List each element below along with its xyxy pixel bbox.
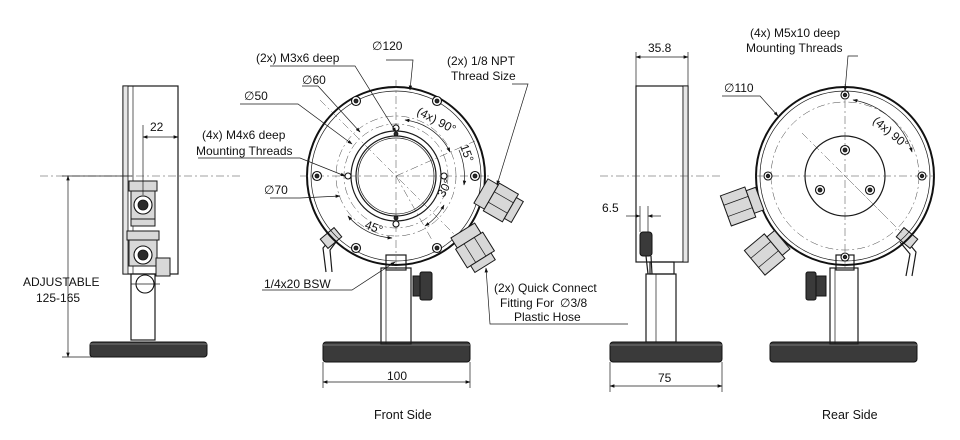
svg-text:∅70: ∅70 [264,183,288,197]
quick-connect-label: (2x) Quick Connect [494,281,597,295]
m4-mounting-label: Mounting Threads [196,144,293,158]
diameter-symbol: ∅ [372,39,382,53]
dia-120-label: 120 [382,39,402,53]
side-view: 22 ADJUSTABLE 125-165 [23,85,240,358]
rear-side-caption: Rear Side [822,408,878,422]
dim-100-label: 100 [387,369,407,383]
rear-view: (4x) M5x10 deep Mounting Threads ∅110 (4… [719,26,935,422]
dia-70-label: 70 [274,183,288,197]
m4-label: (4x) M4x6 deep [202,128,286,142]
dia-60-label: 60 [312,73,326,87]
diameter-symbol: ∅ [302,73,312,87]
npt-label: (2x) 1/8 NPT [447,54,516,68]
npt-thread-label: Thread Size [451,69,516,83]
right-view: 35.8 6.5 75 [600,41,723,392]
rear-fitting-lower [743,229,791,276]
side-fitting-upper [128,180,158,227]
diameter-symbol: ∅ [264,183,274,197]
diameter-symbol: ∅ [560,296,570,310]
dim-6-5-label: 6.5 [602,201,619,215]
dim-75-label: 75 [658,371,672,385]
svg-text:∅110: ∅110 [724,81,754,95]
svg-text:∅50: ∅50 [244,89,268,103]
front-side-caption: Front Side [374,408,432,422]
angle-30-label: 30° [434,177,455,200]
angle-45-label: 45° [363,218,385,237]
front-view: ∅120 (2x) M3x6 deep ∅60 ∅50 (4x) M4x6 de… [196,39,628,422]
dia-110-label: 110 [734,81,753,95]
m5-label: (4x) M5x10 deep [750,26,840,40]
quick-connect-size-label: 3/8 [570,296,587,310]
dia-50-label: 50 [254,89,268,103]
front-fitting-right [473,178,525,224]
svg-text:∅120: ∅120 [372,39,403,53]
angle-15-label: 15° [457,142,476,164]
plastic-hose-label: Plastic Hose [514,310,581,324]
rear-angle-90-label: (4x) 90° [870,114,911,152]
adjustable-label: ADJUSTABLE [23,275,99,289]
side-fitting-lower [126,230,171,277]
m5-mounting-label: Mounting Threads [746,41,843,55]
diameter-symbol: ∅ [244,89,254,103]
svg-text:Fitting For∅3/8: Fitting For ∅3/8 [500,296,587,310]
adjustable-range-label: 125-165 [36,291,80,305]
m3-label: (2x) M3x6 deep [256,51,340,65]
dim-35-8-label: 35.8 [648,41,672,55]
dim-22-label: 22 [150,120,164,134]
quick-connect-fitting-label: Fitting For [500,296,554,310]
rear-fitting-left [719,186,765,227]
front-fitting-lower [450,222,496,274]
diameter-symbol: ∅ [724,81,734,95]
bsw-label: 1/4x20 BSW [264,277,331,291]
svg-text:∅60: ∅60 [302,73,326,87]
